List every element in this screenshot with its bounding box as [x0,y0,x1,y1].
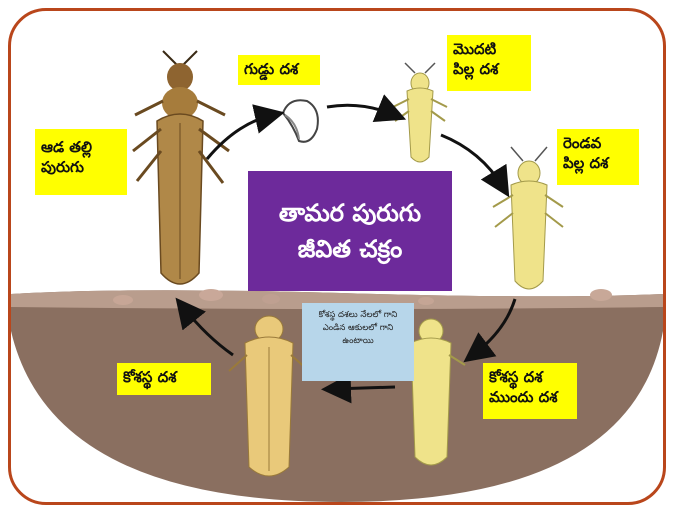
first-nymph-line2: పిల్ల దశ [453,59,525,79]
egg-illustration [283,100,318,142]
first-nymph-line1: మొదటి [453,39,525,59]
adult-thrips-illustration [133,51,229,284]
first-nymph-stage-label: మొదటి పిల్ల దశ [447,35,531,91]
pupa-stage-text: కోశస్థ దశ [123,368,176,386]
pebble [199,289,223,301]
egg-stage-text: గుడ్డు దశ [244,60,298,78]
pebble [418,297,434,305]
arrow-egg-to-first-nymph [327,105,395,115]
pebble [113,295,133,305]
title-line1: తామర పురుగు [279,195,421,231]
title-line2: జీవిత చక్రం [298,231,403,267]
pupa-stage-label: కోశస్థ దశ [117,363,211,395]
adult-line1: ఆడ తల్లి [41,137,121,157]
arrow-prepupa-to-pupa [333,387,395,389]
first-nymph-illustration [393,63,447,162]
prepupa-stage-label: కోశస్థ దశ ముందు దశ [483,363,577,419]
pupation-note-box: కోశస్థ దశలు నేలలో గాని ఎండిన ఆకులలో గాని… [302,303,414,381]
prepupa-line1: కోశస్థ దశ [489,367,571,387]
adult-line2: పురుగు [41,157,121,177]
prepupa-line2: ముందు దశ [489,387,571,407]
second-nymph-illustration [493,147,563,289]
lifecycle-title-box: తామర పురుగు జీవిత చక్రం [248,171,452,291]
second-nymph-stage-label: రెండవ పిల్ల దశ [557,129,639,185]
second-nymph-line1: రెండవ [563,133,633,153]
second-nymph-line2: పిల్ల దశ [563,153,633,173]
diagram-frame: గుడ్డు దశ మొదటి పిల్ల దశ రెండవ పిల్ల దశ … [8,8,666,505]
pebble [590,289,612,301]
pupation-note-text: కోశస్థ దశలు నేలలో గాని ఎండిన ఆకులలో గాని… [319,310,398,346]
adult-stage-label: ఆడ తల్లి పురుగు [35,129,127,195]
arrow-adult-to-egg [207,115,273,159]
egg-stage-label: గుడ్డు దశ [238,55,320,85]
pebble [262,294,280,304]
